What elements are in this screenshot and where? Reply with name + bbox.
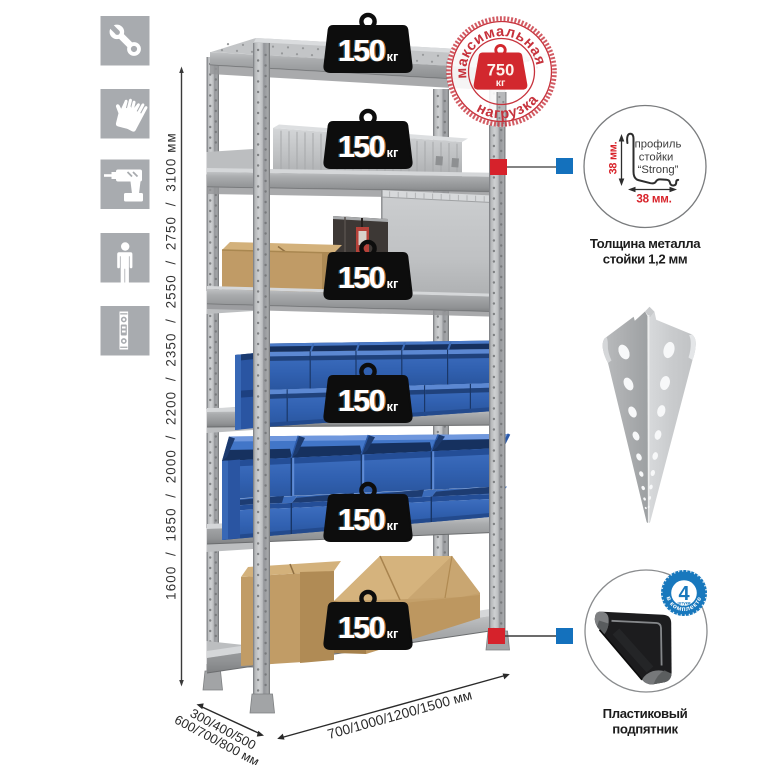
svg-text:штуки: штуки xyxy=(678,600,691,605)
svg-text:подпятник: подпятник xyxy=(612,722,678,737)
svg-text:стойки: стойки xyxy=(639,152,674,164)
svg-text:750: 750 xyxy=(487,61,515,79)
svg-text:4: 4 xyxy=(678,583,690,605)
svg-text:38 мм.: 38 мм. xyxy=(608,141,620,174)
svg-text:“Strong”: “Strong” xyxy=(638,164,679,176)
svg-text:38 мм.: 38 мм. xyxy=(636,193,671,206)
svg-text:1600 / 1850 / 2000 / 220: 1600 / 1850 / 2000 / 2200 / 2350 / 2550 … xyxy=(164,132,179,600)
svg-text:стойки 1,2 мм: стойки 1,2 мм xyxy=(603,252,687,267)
svg-text:Пластиковый: Пластиковый xyxy=(603,706,688,721)
svg-text:кг: кг xyxy=(496,77,506,89)
svg-text:профиль: профиль xyxy=(635,139,682,151)
svg-text:Толщина металла: Толщина металла xyxy=(590,236,701,251)
